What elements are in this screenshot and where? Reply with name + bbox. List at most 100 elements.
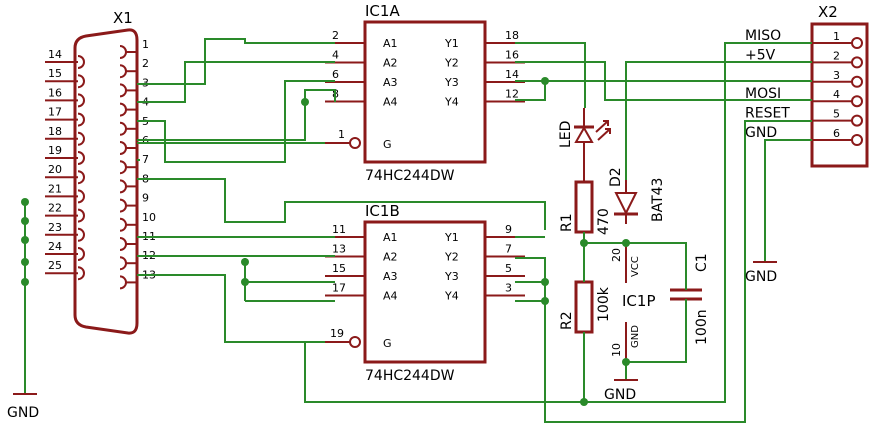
junction [21, 217, 29, 225]
wires [24, 38, 812, 423]
ic-output-pin-number: 12 [505, 88, 519, 101]
ic1b-g-pin: 19 [330, 327, 344, 340]
x1-left-pin-number: 19 [48, 144, 62, 157]
ic-output-pin-number: 18 [505, 29, 519, 42]
led: LED [558, 108, 611, 182]
ic1b-g-bubble [349, 336, 361, 348]
wire-ic1a-y4 [515, 80, 812, 101]
led-triangle [574, 125, 594, 143]
x1-right-pin-contact [119, 217, 127, 232]
x1-right-pin-contact [119, 64, 127, 79]
x2-pin-number: 1 [833, 30, 840, 43]
x2-pin-contact [851, 75, 863, 88]
ic-output-pin-number: 5 [505, 262, 512, 275]
ic-output-pin-name: Y1 [444, 231, 459, 244]
wire-vcc-c1 [584, 242, 687, 290]
ic1b-g-name: G [383, 337, 392, 350]
x1-left-pin-number: 18 [48, 125, 62, 138]
x1-ref: X1 [113, 9, 133, 27]
ic1a-g-pin: 1 [338, 128, 345, 141]
ic1a-value: 74HC244DW [365, 168, 455, 184]
x2-pin-number: 4 [833, 88, 840, 101]
junction [301, 98, 309, 106]
junction [622, 358, 630, 366]
x2-signal-name: GND [745, 125, 777, 141]
x1-left-pin-number: 17 [48, 106, 62, 119]
ic1a-g-name: G [383, 138, 392, 151]
led-ref: LED [558, 121, 574, 148]
ic-output-pin-number: 3 [505, 282, 512, 295]
x1-left-pin-number: 21 [48, 182, 62, 195]
ic1p-ref: IC1P [622, 292, 656, 310]
x1-right-pin-contact [119, 256, 127, 271]
ic1p-gnd-pin: 10 [610, 343, 623, 357]
junction [580, 398, 588, 406]
ic1p-gnd-name: GND [630, 325, 641, 348]
x2-pin-number: 3 [833, 69, 840, 82]
r2-body [574, 280, 594, 334]
x2-pin-contact [851, 37, 863, 49]
x2-pin-contact [851, 134, 863, 146]
x1-right-pin-contact [119, 237, 127, 251]
x1-left-pin-number: 23 [48, 221, 62, 234]
junction [541, 297, 549, 305]
led-ray-1-head [603, 120, 609, 126]
led-ray-2-head [605, 128, 611, 134]
led-ray-1 [595, 120, 609, 133]
wire-c1-gnd [626, 299, 687, 363]
ic-output-pin-name: Y1 [444, 37, 459, 50]
ic-input-pin-number: 11 [332, 223, 346, 236]
ic-input-pin-number: 15 [332, 262, 346, 275]
ic-output-pin-name: Y2 [444, 57, 459, 70]
x1-right-pin-number: 9 [142, 192, 149, 205]
junctions [21, 77, 630, 406]
x1-right-pin-number: 10 [142, 211, 156, 224]
x1-right-pin-number: 3 [142, 76, 149, 89]
x1-right-pin-contact [119, 102, 127, 117]
x1-left-pin-number: 16 [48, 86, 62, 99]
x2-pin-number: 6 [833, 127, 840, 140]
x2-ref: X2 [818, 3, 838, 21]
r2-value: 100k [596, 286, 612, 322]
x1-right-pin-number: 7 [142, 153, 149, 166]
junction [241, 278, 249, 286]
wire-ic1b-y2 [515, 257, 546, 282]
capacitor-c1: C1 100n [670, 253, 710, 345]
junction [541, 278, 549, 286]
ic-input-pin-number: 17 [332, 282, 346, 295]
ic1b-body [363, 220, 487, 364]
x1-right-pin-contact [119, 275, 127, 290]
ic-output-pin-number: 9 [505, 223, 512, 236]
gnd-label: GND [745, 269, 777, 285]
ic-input-pin-name: A1 [383, 37, 398, 50]
wire-x1p7 [137, 178, 546, 230]
x2-signal-name: MOSI [745, 86, 781, 102]
wire-ic1b-y3 [515, 281, 546, 301]
x1-right-pin-contact [119, 179, 127, 194]
ic-output-pin-name: Y3 [444, 76, 459, 89]
ic-input-pin-name: A4 [383, 96, 398, 109]
x1-right-pin-contact [119, 121, 127, 136]
x1-left-pin-contact [77, 247, 85, 261]
x1-left-pin-contact [77, 170, 85, 185]
x1-left-pin-contact [77, 151, 85, 165]
ic-input-pin-number: 6 [332, 68, 339, 81]
ic1p-power: 20 VCC IC1P 10 GND [610, 243, 656, 362]
ic-input-pin-name: A3 [383, 76, 398, 89]
junction [21, 278, 29, 286]
x2-body [810, 22, 869, 168]
ic-input-pin-number: 4 [332, 49, 339, 62]
ic-output-pin-name: Y2 [444, 251, 459, 264]
x1-left-pin-contact [77, 208, 85, 223]
led-ray-2 [597, 128, 611, 141]
junction [241, 258, 249, 266]
diode-d2: D2 BAT43 [608, 167, 666, 224]
ic-output-pin-number: 16 [505, 49, 519, 62]
x1-left-pin-contact [77, 227, 85, 242]
